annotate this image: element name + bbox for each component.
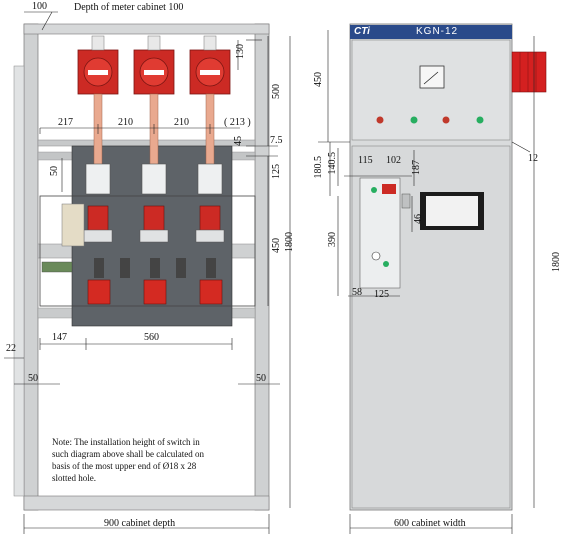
dim-102: 102 xyxy=(386,155,401,166)
note-line-4: slotted hole. xyxy=(52,473,96,483)
dim-130: 130 xyxy=(235,44,246,59)
indicator-4 xyxy=(476,116,484,124)
model-name: KGN-12 xyxy=(416,26,459,37)
operating-panel xyxy=(359,177,401,289)
dim-58: 58 xyxy=(352,287,362,298)
dim-213: ( 213 ) xyxy=(224,117,251,128)
dim-22: 22 xyxy=(6,343,16,354)
note-line-3: basis of the most upper end of Ø18 x 28 xyxy=(52,461,197,471)
dim-50-left: 50 xyxy=(49,166,60,176)
dim-125-right: 125 xyxy=(271,164,282,179)
dim-210-b: 210 xyxy=(174,117,189,128)
dim-450-front: 450 xyxy=(313,72,324,87)
dim-500: 500 xyxy=(271,84,282,99)
dim-1800-front: 1800 xyxy=(551,252,562,272)
dim-115: 115 xyxy=(358,155,373,166)
dim-46: 46 xyxy=(413,214,424,224)
dim-210-a: 210 xyxy=(118,117,133,128)
dim-187: 187 xyxy=(411,160,422,175)
meter-divider xyxy=(37,139,256,147)
side-dimension-lines xyxy=(4,11,291,534)
indicator-2 xyxy=(410,116,418,124)
note-line-2: such diagram above shall be calculated o… xyxy=(52,449,204,459)
dim-560: 560 xyxy=(144,332,159,343)
brand-logo: CTi xyxy=(354,26,370,37)
switch-mount-frame xyxy=(39,195,256,307)
brand-bar: CTi KGN-12 xyxy=(350,25,512,39)
dim-147: 147 xyxy=(52,332,67,343)
dim-12: 12 xyxy=(528,153,538,164)
front-view xyxy=(318,23,547,534)
meter-door xyxy=(351,39,511,141)
cabinet-depth-label: 900 cabinet depth xyxy=(104,518,176,529)
bottom-rail xyxy=(23,495,270,511)
indicator-1 xyxy=(376,116,384,124)
dim-390: 390 xyxy=(327,232,338,247)
dim-50-bottom-left: 50 xyxy=(28,373,38,384)
support-insulators xyxy=(94,258,216,278)
dim-217: 217 xyxy=(58,117,73,128)
right-post xyxy=(254,23,270,511)
door-handle xyxy=(401,193,411,209)
green-linkage xyxy=(41,261,73,273)
dim-100-top: 100 xyxy=(32,1,47,12)
switch-contacts-lower xyxy=(87,279,223,305)
dim-1800-right: 1800 xyxy=(284,232,295,252)
installation-note: Note: The installation height of switch … xyxy=(52,436,237,484)
switch-contacts-upper xyxy=(85,163,223,195)
dim-50-bottom-right: 50 xyxy=(256,373,266,384)
dim-45: 45 xyxy=(233,136,244,146)
top-rail xyxy=(23,23,270,35)
front-dimension-lines xyxy=(318,30,535,534)
side-bushing xyxy=(511,51,547,93)
meter-cabinet-depth-label: Depth of meter cabinet 100 xyxy=(74,2,184,13)
dim-450-right: 450 xyxy=(271,238,282,253)
top-insulators xyxy=(77,35,231,95)
cabinet-width-label: 600 cabinet width xyxy=(394,518,466,529)
dim-125-front: 125 xyxy=(374,289,389,300)
left-side-panel xyxy=(13,65,25,497)
operating-mechanism xyxy=(61,203,85,247)
dim-180-5: 180.5 xyxy=(313,156,324,179)
dim-140-5: 140.5 xyxy=(327,152,338,175)
dim-7-5: 7.5 xyxy=(270,135,283,146)
note-line-1: Note: The installation height of switch … xyxy=(52,437,200,447)
side-view xyxy=(4,11,291,534)
left-post xyxy=(23,23,39,511)
switch-poles xyxy=(83,205,225,243)
indicator-3 xyxy=(442,116,450,124)
